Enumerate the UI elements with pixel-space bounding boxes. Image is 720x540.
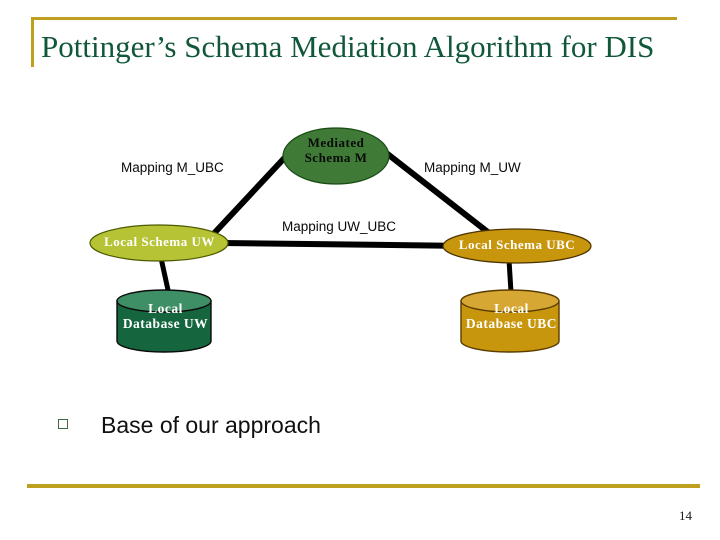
square-bullet-icon xyxy=(58,419,68,429)
node-label-mediated-schema-line1: Mediated xyxy=(307,135,365,150)
edge-uw-schema-to-db xyxy=(158,257,171,291)
node-label-local-database-uw: Local Database UW xyxy=(112,301,219,331)
edge-label-mapping-m-uw: Mapping M_UW xyxy=(424,160,521,175)
bullet-list-item: Base of our approach xyxy=(58,412,321,439)
node-label-local-database-uw-line1: Local xyxy=(148,301,183,316)
edge-ubc-schema-to-db xyxy=(506,259,514,293)
bullet-item-label: Base of our approach xyxy=(101,412,321,438)
node-label-local-database-ubc: Local Database UBC xyxy=(455,301,568,331)
title-left-rule xyxy=(31,17,34,67)
node-label-local-schema-uw: Local Schema UW xyxy=(104,234,215,249)
edge-label-mapping-m-ubc: Mapping M_UBC xyxy=(121,160,224,175)
node-label-local-database-ubc-line2: Database UBC xyxy=(465,316,558,332)
node-label-local-schema-ubc: Local Schema UBC xyxy=(458,237,576,252)
node-label-mediated-schema-line2: Schema M xyxy=(304,149,368,165)
edge-mapping-uw-ubc xyxy=(221,240,471,249)
node-label-local-database-ubc-line1: Local xyxy=(494,301,529,316)
node-label-local-database-uw-line2: Database UW xyxy=(122,316,209,332)
page-title: Pottinger’s Schema Mediation Algorithm f… xyxy=(41,29,655,64)
node-label-mediated-schema: Mediated Schema M xyxy=(283,135,389,165)
page-number: 14 xyxy=(679,508,692,523)
edge-label-mapping-uw-ubc: Mapping UW_UBC xyxy=(282,219,397,234)
footer-rule xyxy=(27,484,700,488)
title-top-rule xyxy=(31,17,677,20)
